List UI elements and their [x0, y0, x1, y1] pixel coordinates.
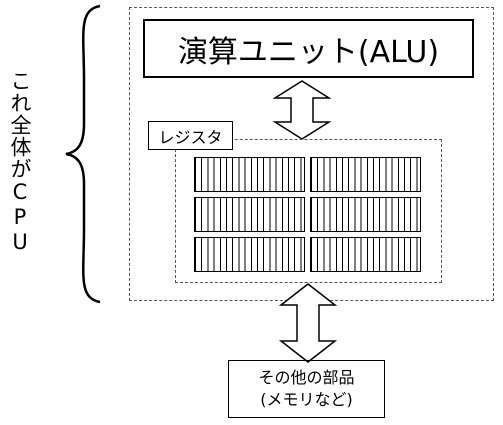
- register-bank-2: [310, 157, 421, 192]
- register-bank-4: [310, 197, 421, 232]
- other-parts-line2: (メモリなど): [260, 390, 353, 409]
- register-area: [175, 139, 442, 283]
- register-bank-1: [194, 157, 305, 192]
- register-label-box: レジスタ: [148, 121, 233, 150]
- alu-box: 演算ユニット(ALU): [143, 19, 474, 78]
- register-bank-5: [194, 237, 305, 272]
- register-label: レジスタ: [158, 127, 223, 147]
- alu-register-arrow: [272, 80, 332, 140]
- alu-label: 演算ユニット(ALU): [177, 34, 440, 70]
- register-bank-6: [310, 237, 421, 272]
- register-memory-arrow: [278, 283, 338, 363]
- cpu-caption: これ全体がCPU: [8, 69, 32, 255]
- other-parts-box: その他の部品 (メモリなど): [228, 360, 385, 418]
- cpu-brace: [65, 4, 101, 304]
- other-parts-line1: その他の部品: [258, 368, 355, 387]
- register-bank-3: [194, 197, 305, 232]
